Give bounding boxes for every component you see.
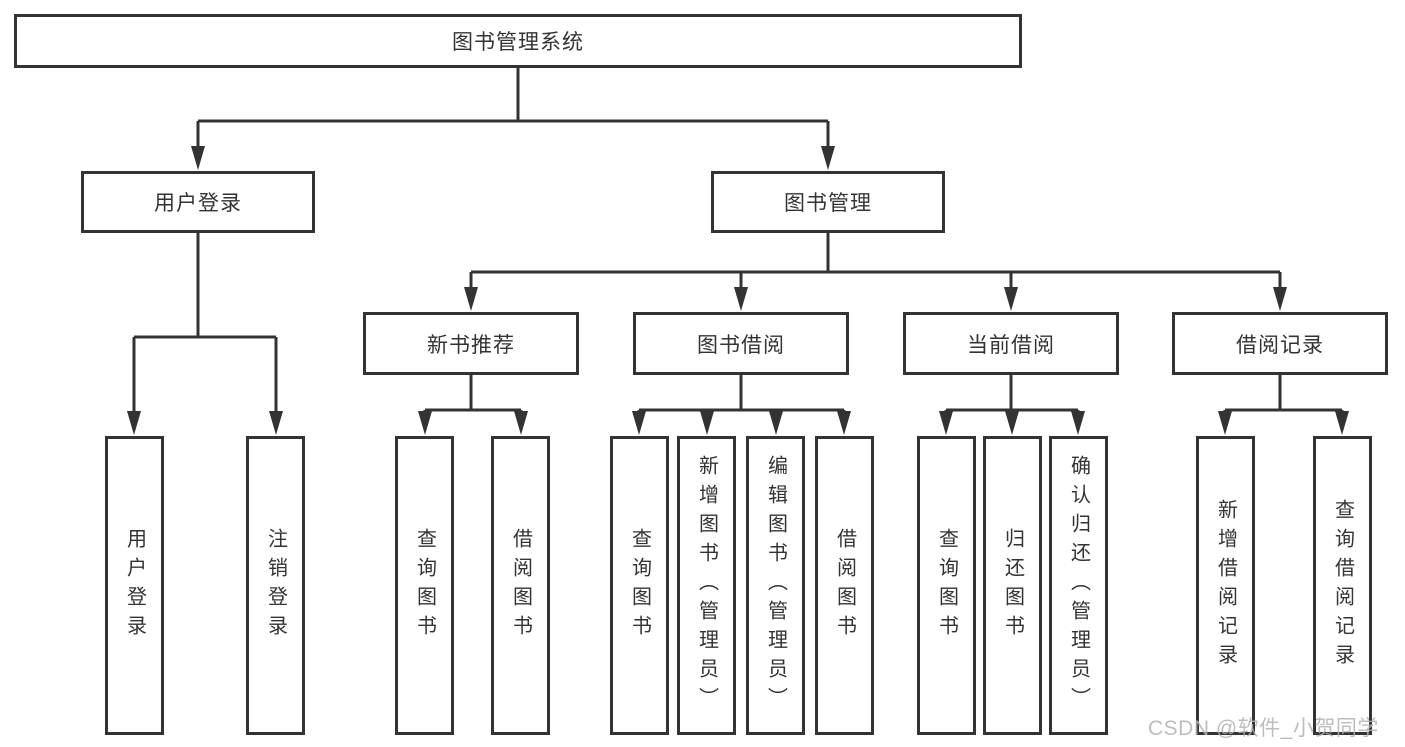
arrow-down-icon xyxy=(1005,411,1019,435)
node-label: 新增图书（管理员） xyxy=(695,455,718,716)
arrow-down-icon xyxy=(769,411,783,435)
node-book-borrowing: 图书借阅 xyxy=(633,312,849,375)
node-book-management: 图书管理 xyxy=(711,171,945,233)
arrow-down-icon xyxy=(464,287,478,311)
leaf-add-borrow-record: 新增借阅记录 xyxy=(1196,436,1255,735)
node-label: 借阅记录 xyxy=(1236,333,1324,357)
node-label: 注销登录 xyxy=(264,527,287,644)
node-new-book-recommend: 新书推荐 xyxy=(363,312,579,375)
arrow-down-icon xyxy=(127,411,141,435)
leaf-edit-book-admin: 编辑图书（管理员） xyxy=(746,436,805,735)
node-label: 新增借阅记录 xyxy=(1214,498,1237,673)
arrow-down-icon xyxy=(1335,411,1349,435)
node-label: 借阅图书 xyxy=(833,527,856,644)
arrow-down-icon xyxy=(837,411,851,435)
arrow-down-icon xyxy=(191,146,205,170)
arrow-down-icon xyxy=(734,287,748,311)
leaf-borrow-books-recommend: 借阅图书 xyxy=(491,436,550,735)
leaf-query-borrow-record: 查询借阅记录 xyxy=(1313,436,1372,735)
node-current-borrowing: 当前借阅 xyxy=(903,312,1119,375)
arrow-down-icon xyxy=(1004,287,1018,311)
node-label: 借阅图书 xyxy=(509,527,532,644)
arrow-down-icon xyxy=(418,411,432,435)
arrow-down-icon xyxy=(1071,411,1085,435)
node-label: 图书管理系统 xyxy=(452,31,584,54)
leaf-add-book-admin: 新增图书（管理员） xyxy=(677,436,736,735)
node-label: 确认归还（管理员） xyxy=(1067,455,1090,716)
node-label: 编辑图书（管理员） xyxy=(764,455,787,716)
node-label: 图书借阅 xyxy=(697,333,785,357)
leaf-borrow-books: 借阅图书 xyxy=(815,436,874,735)
node-borrow-records: 借阅记录 xyxy=(1172,312,1388,375)
leaf-query-books-borrowing: 查询图书 xyxy=(610,436,669,735)
leaf-return-book: 归还图书 xyxy=(983,436,1042,735)
node-label: 查询图书 xyxy=(628,527,651,644)
node-label: 用户登录 xyxy=(123,527,146,644)
arrow-down-icon xyxy=(821,146,835,170)
node-system-root: 图书管理系统 xyxy=(14,14,1022,68)
node-label: 归还图书 xyxy=(1001,527,1024,644)
arrow-down-icon xyxy=(632,411,646,435)
arrow-down-icon xyxy=(700,411,714,435)
csdn-watermark: CSDN @软件_小贺同学 xyxy=(1148,717,1379,740)
arrow-down-icon xyxy=(1218,411,1232,435)
node-label: 查询图书 xyxy=(935,527,958,644)
leaf-confirm-return-admin: 确认归还（管理员） xyxy=(1049,436,1108,735)
arrow-down-icon xyxy=(514,411,528,435)
leaf-query-books-current: 查询图书 xyxy=(917,436,976,735)
node-label: 当前借阅 xyxy=(967,333,1055,357)
arrow-down-icon xyxy=(939,411,953,435)
node-label: 查询借阅记录 xyxy=(1331,498,1354,673)
leaf-logout: 注销登录 xyxy=(246,436,305,735)
node-user-login: 用户登录 xyxy=(81,171,315,233)
node-label: 图书管理 xyxy=(784,192,872,215)
arrow-down-icon xyxy=(1273,287,1287,311)
node-label: 查询图书 xyxy=(413,527,436,644)
leaf-user-login: 用户登录 xyxy=(105,436,164,735)
arrow-down-icon xyxy=(269,411,283,435)
node-label: 新书推荐 xyxy=(427,333,515,357)
node-label: 用户登录 xyxy=(154,192,242,215)
leaf-query-books-recommend: 查询图书 xyxy=(395,436,454,735)
